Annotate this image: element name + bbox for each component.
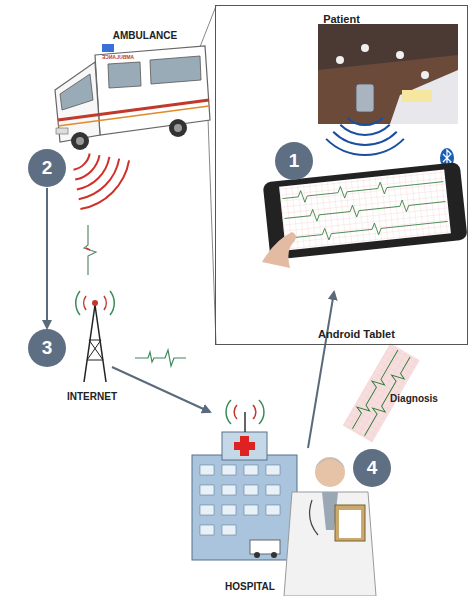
flow-arrow: [46, 188, 48, 328]
bluetooth-waves: [326, 118, 404, 155]
circle-shape: [28, 149, 66, 187]
callout-number: 1: [289, 150, 300, 172]
part-name: HOSPITAL: [225, 581, 275, 592]
callout-number: 2: [42, 157, 53, 179]
part-name: AMBULANCE: [113, 30, 177, 41]
callout-circle: 3: [27, 328, 67, 368]
box-heading: Patient: [216, 13, 467, 25]
ecg-trace: [135, 350, 186, 366]
callout-number: 3: [42, 337, 53, 359]
vehicle-lettering: AMBULANCE: [102, 54, 134, 60]
circle-shape: [28, 329, 66, 367]
box-caption: Android Tablet: [246, 328, 467, 340]
hospital-illustration: [192, 400, 297, 560]
callout-circle: 2: [27, 148, 67, 188]
part-name: INTERNET: [67, 391, 117, 402]
flow-arrow: [112, 367, 210, 412]
flow-arrow: [308, 292, 334, 448]
callout-circle: 4: [352, 448, 392, 488]
radio-waves: [74, 154, 130, 210]
patient-photo: [318, 24, 458, 124]
part-name: Diagnosis: [390, 393, 438, 404]
callout-number: 4: [367, 457, 378, 479]
circle-shape: [275, 142, 313, 180]
ecg-trace: [84, 225, 96, 275]
internet-tower: [76, 291, 115, 382]
callout-circle: 1: [274, 141, 314, 181]
zoom-box: PatientAndroid Tablet 1: [215, 5, 468, 345]
ambulance-illustration: [55, 44, 210, 150]
circle-shape: [353, 449, 391, 487]
ecg-trace: [86, 248, 90, 250]
hand: [262, 232, 296, 268]
zoom-line: [198, 6, 216, 52]
